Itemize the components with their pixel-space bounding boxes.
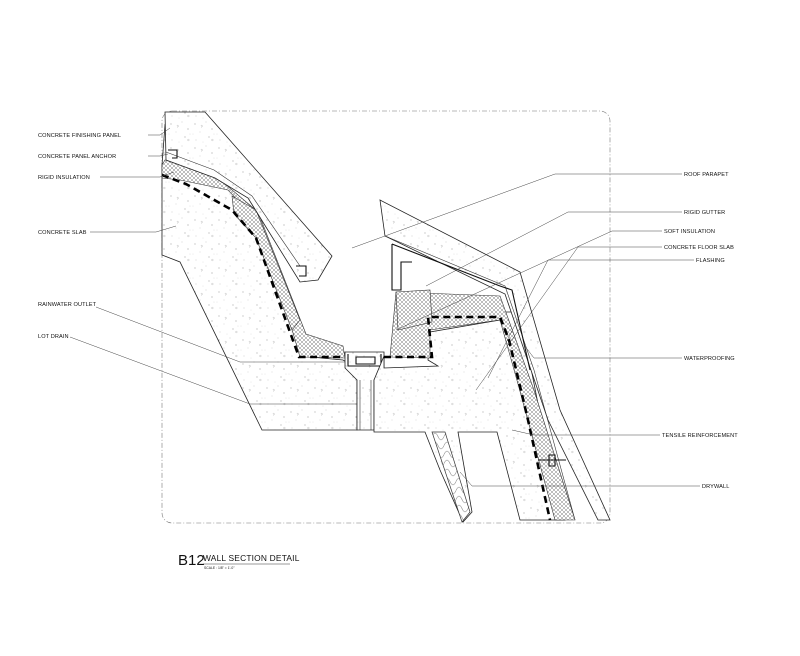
label-concrete-panel-anchor: CONCRETE PANEL ANCHOR bbox=[38, 154, 116, 160]
title-block: B12 WALL SECTION DETAIL SCALE : 1/8" = 1… bbox=[178, 552, 300, 570]
label-concrete-finishing-panel: CONCRETE FINISHING PANEL bbox=[38, 133, 121, 139]
rigid-gutter bbox=[391, 243, 501, 291]
label-tensile-reinforcement: TENSILE REINFORCEMENT bbox=[662, 433, 738, 439]
label-flashing: FLASHING bbox=[696, 258, 725, 264]
label-rigid-gutter: RIGID GUTTER bbox=[684, 210, 725, 216]
detail-scale: SCALE : 1/8" = 1'-0" bbox=[204, 566, 235, 570]
label-concrete-floor-slab: CONCRETE FLOOR SLAB bbox=[664, 245, 734, 251]
label-lot-drain: LOT DRAIN bbox=[38, 334, 69, 340]
detail-title: WALL SECTION DETAIL bbox=[203, 553, 300, 563]
leader-lines bbox=[69, 127, 700, 487]
label-rigid-insulation: RIGID INSULATION bbox=[38, 175, 90, 181]
detail-code: B12 bbox=[178, 552, 205, 569]
tensile-reinforcement-bar bbox=[538, 454, 566, 467]
roof-parapet bbox=[379, 199, 611, 521]
label-rainwater-outlet: RAINWATER OUTLET bbox=[38, 302, 97, 308]
rainwater-outlet-outline bbox=[347, 354, 382, 367]
label-drywall: DRYWALL bbox=[702, 484, 729, 490]
right-parapet-inner bbox=[384, 235, 576, 521]
flashing bbox=[499, 285, 531, 371]
soft-insulation bbox=[395, 289, 433, 331]
label-soft-insulation: SOFT INSULATION bbox=[664, 229, 715, 235]
left-waterproofing-line bbox=[161, 173, 344, 359]
drawing-frame bbox=[161, 110, 611, 524]
lot-drain-pipe bbox=[359, 380, 372, 430]
label-concrete-slab: CONCRETE SLAB bbox=[38, 230, 87, 236]
panel-inner-line bbox=[165, 151, 301, 267]
drywall bbox=[431, 431, 471, 523]
concrete-panel-anchor bbox=[168, 149, 307, 277]
concrete-finishing-panel bbox=[164, 111, 333, 283]
label-waterproofing: WATERPROOFING bbox=[684, 356, 735, 362]
right-waterproofing-line bbox=[384, 315, 552, 521]
label-roof-parapet: ROOF PARAPET bbox=[684, 172, 729, 178]
